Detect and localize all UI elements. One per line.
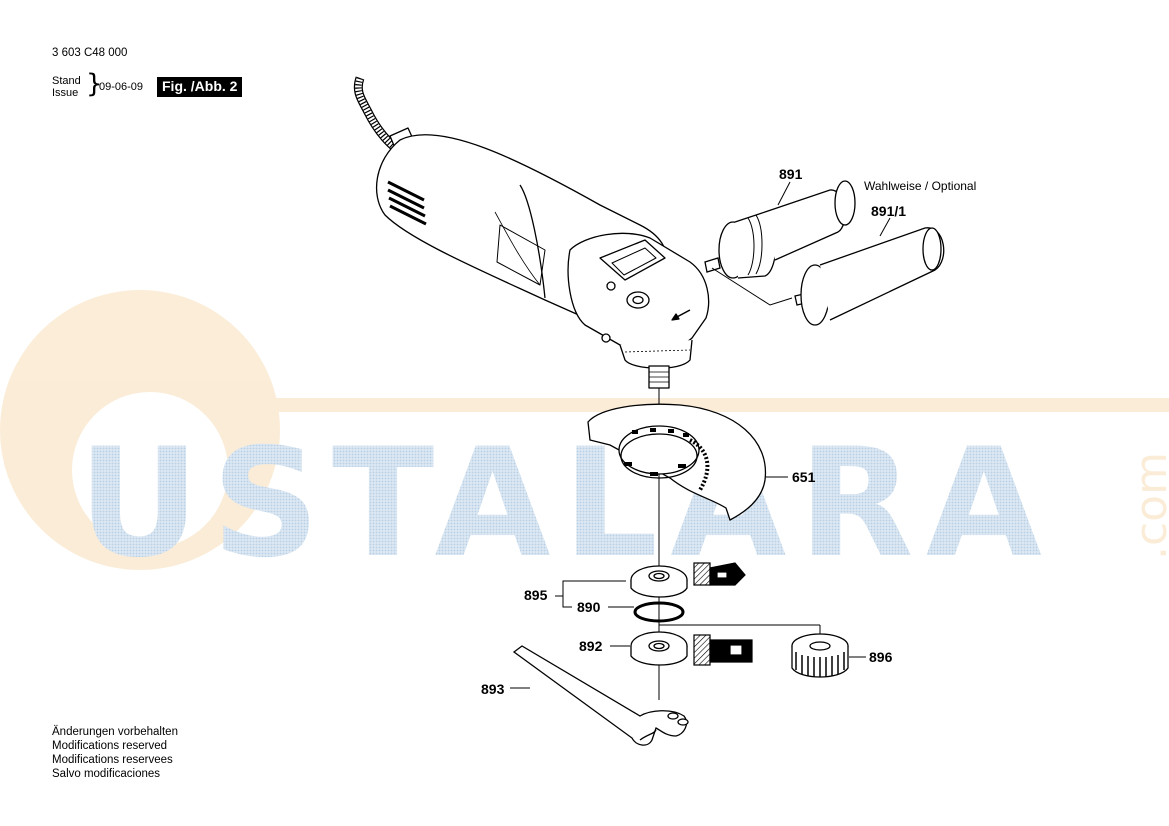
spanner-893 <box>512 645 689 746</box>
part-label-891: 891 <box>779 166 803 182</box>
stand-label: Stand <box>52 75 81 87</box>
brace-glyph: } <box>86 69 103 99</box>
stand-issue-labels: Stand Issue <box>52 75 81 99</box>
part-label-896: 896 <box>869 649 893 665</box>
handle-connector <box>711 267 793 306</box>
angle-grinder <box>353 76 710 389</box>
part-label-893: 893 <box>481 681 505 697</box>
leader-lines <box>510 181 891 689</box>
document-number: 3 603 C48 000 <box>52 47 128 59</box>
note-en: Modifications reserved <box>52 740 168 752</box>
part-label-891-1: 891/1 <box>871 203 907 219</box>
note-de: Änderungen vorbehalten <box>52 726 178 738</box>
part-label-890: 890 <box>577 599 601 615</box>
watermark-text: USTALARA <box>78 417 1054 591</box>
modification-notes: Änderungen vorbehalten Modifications res… <box>52 725 178 781</box>
ring-890 <box>633 601 685 623</box>
watermark: USTALARA .com <box>0 290 1169 591</box>
issue-label: Issue <box>52 87 79 99</box>
note-fr: Modifications reservees <box>52 754 173 766</box>
issue-date: 09-06-09 <box>99 81 144 93</box>
flange-892-section <box>693 634 753 666</box>
handle-891-1 <box>794 227 945 326</box>
watermark-bar <box>260 398 1169 412</box>
optional-note: Wahlweise / Optional <box>864 179 977 193</box>
handle-891 <box>704 180 856 279</box>
part-label-895: 895 <box>524 587 548 603</box>
note-es: Salvo modificaciones <box>52 768 161 780</box>
watermark-suffix: .com <box>1126 452 1169 560</box>
part-label-892: 892 <box>579 638 603 654</box>
figure-label: Fig. /Abb. 2 <box>157 77 243 97</box>
guard-651 <box>587 403 767 521</box>
flange-895 <box>630 565 688 598</box>
flange-892 <box>630 631 688 666</box>
flange-895-section <box>693 562 746 586</box>
part-label-651: 651 <box>792 469 816 485</box>
quick-nut-896 <box>659 624 849 678</box>
